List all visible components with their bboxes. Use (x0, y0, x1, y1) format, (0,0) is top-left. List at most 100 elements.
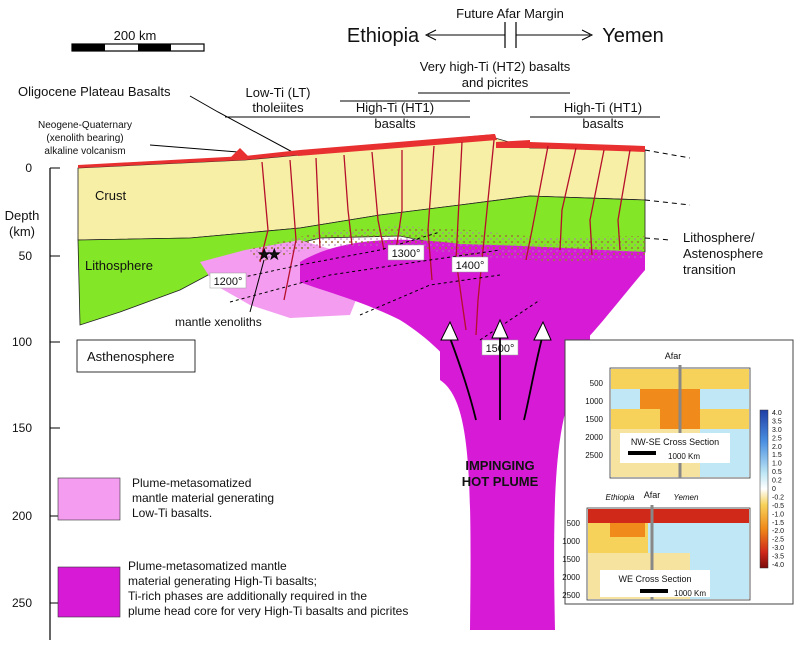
transition-zone (245, 226, 645, 262)
depth-axis-title-2: (km) (9, 224, 35, 239)
surface-basalt-right (530, 142, 645, 152)
xenolith-star-icon: ★ (268, 246, 281, 262)
inset-bottom-afar: Afar (644, 490, 661, 500)
colorbar-tick-label: 4.0 (772, 410, 782, 417)
isotherm-1400: 1400° (456, 260, 485, 272)
colorbar-tick-label: -0.5 (772, 503, 784, 510)
transition-label-3: transition (683, 262, 736, 277)
transition-label-1: Lithosphere/ (683, 230, 755, 245)
ht1-right-label-2: basalts (582, 116, 624, 131)
upwelling-arrows (449, 335, 543, 421)
inset-bottom-depth-2500: 2500 (562, 591, 580, 600)
colorbar-tick-label: 1.5 (772, 452, 782, 459)
inset-bottom-scale: 1000 Km (674, 589, 706, 598)
inset-nw-se: Afar NW-SE Cross Section 1000 Km 500 100… (585, 351, 751, 479)
colorbar-tick-label: -3.5 (772, 554, 784, 561)
plume-label-2: HOT PLUME (462, 474, 539, 489)
legend-high-ti-1: Plume-metasomatized mantle (128, 559, 287, 573)
legend-low-ti-3: Low-Ti basalts. (132, 506, 212, 520)
scale-bar: 200 km (71, 28, 205, 52)
inset-bottom-yemen: Yemen (674, 493, 699, 502)
colorbar-tick-label: 3.0 (772, 427, 782, 434)
mantle-xenoliths-label: mantle xenoliths (175, 315, 262, 329)
depth-tick-0: 0 (25, 161, 32, 175)
arrow-up-icon (533, 320, 552, 341)
neogene-label-1: Neogene-Quaternary (38, 120, 132, 131)
surface-basalt-left (78, 134, 495, 168)
colorbar-tick-label: 2.0 (772, 444, 782, 451)
lt-label-1: Low-Ti (LT) (246, 85, 311, 100)
arrow-up-icon (440, 320, 459, 341)
xenolith-star-icon: ★ (258, 246, 271, 262)
future-margin-label: Future Afar Margin (456, 6, 564, 21)
inset-top-depth-500: 500 (590, 379, 604, 388)
legend-high-ti-3: Ti-rich phases are additionally required… (128, 589, 367, 603)
inset-bottom-depth-1000: 1000 (562, 537, 580, 546)
ht1-left-label-1: High-Ti (HT1) (356, 100, 434, 115)
legend-swatch-high-ti (57, 566, 121, 618)
inset-bottom-depth-1500: 1500 (562, 555, 580, 564)
colorbar-tick-label: 2.5 (772, 435, 782, 442)
isotherm-1300: 1300° (392, 248, 421, 260)
depth-tick-50: 50 (19, 249, 33, 263)
yemen-label: Yemen (602, 25, 664, 47)
colorbar-tick-label: -2.0 (772, 528, 784, 535)
scale-bar-label: 200 km (114, 28, 157, 43)
depth-tick-100: 100 (12, 335, 32, 349)
colorbar-tick-label: 0 (772, 486, 776, 493)
lt-label-2: tholeiites (252, 100, 304, 115)
inset-bottom-ethiopia: Ethiopia (606, 493, 635, 502)
colorbar-tick-label: -1.0 (772, 511, 784, 518)
neogene-label-3: alkaline volcanism (44, 146, 125, 157)
inset-top-title: NW-SE Cross Section (631, 437, 719, 447)
inset-top-depth-1000: 1000 (585, 397, 603, 406)
legend-swatch-low-ti (57, 477, 121, 521)
depth-tick-200: 200 (12, 509, 32, 523)
colorbar-tick-label: 0.2 (772, 478, 782, 485)
arrow-left-icon (424, 29, 437, 41)
plume-head (300, 239, 645, 405)
legend: Plume-metasomatized mantle material gene… (57, 476, 408, 618)
volcano-icon (230, 148, 250, 158)
ht1-left-label-2: basalts (374, 116, 416, 131)
depth-axis-title-1: Depth (5, 208, 40, 223)
vht2-label-2: and picrites (462, 75, 529, 90)
inset-bottom-title: WE Cross Section (618, 574, 691, 584)
inset-top-depth-2500: 2500 (585, 451, 603, 460)
legend-high-ti-2: material generating High-Ti basalts; (128, 574, 317, 588)
transition-label-2: Astenosphere (683, 246, 763, 261)
colorbar: 4.03.5 3.02.5 2.01.5 1.00.5 0.20-0.2 -0.5-1.0… (759, 409, 784, 569)
depth-tick-250: 250 (12, 596, 32, 610)
neogene-label-2: (xenolith bearing) (46, 133, 123, 144)
inset-bottom-depth-2000: 2000 (562, 573, 580, 582)
legend-high-ti-4: plume head core for very High-Ti basalts… (128, 604, 408, 618)
isotherm-lines (229, 231, 541, 341)
arrow-right-icon (581, 29, 594, 41)
legend-low-ti-1: Plume-metasomatized (132, 476, 251, 490)
colorbar-tick-label: 1.0 (772, 461, 782, 468)
lithosphere-label: Lithosphere (85, 258, 153, 273)
crust-label: Crust (95, 188, 126, 203)
colorbar-tick-label: -1.5 (772, 520, 784, 527)
inset-top-afar: Afar (665, 351, 682, 361)
inset-top-depth-2000: 2000 (585, 433, 603, 442)
margin-header: Future Afar Margin Ethiopia Yemen (347, 6, 664, 48)
colorbar-tick-label: 3.5 (772, 418, 782, 425)
colorbar-tick-label: -3.0 (772, 545, 784, 552)
colorbar-tick-label: 0.5 (772, 469, 782, 476)
colorbar-tick-label: -0.2 (772, 494, 784, 501)
legend-low-ti-2: mantle material generating (132, 491, 274, 505)
inset-we: Ethiopia Afar Yemen WE Cross Section 100… (562, 490, 751, 601)
inset-top-depth-1500: 1500 (585, 415, 603, 424)
inset-top-scale: 1000 Km (668, 452, 700, 461)
arrow-up-icon (491, 318, 509, 339)
depth-axis: 0 50 100 150 200 250 Depth (km) (5, 161, 60, 640)
depth-tick-150: 150 (12, 421, 32, 435)
ethiopia-label: Ethiopia (347, 25, 420, 47)
asthenosphere-label: Asthenosphere (87, 349, 174, 364)
oligocene-label: Oligocene Plateau Basalts (18, 84, 171, 99)
vht2-label-1: Very high-Ti (HT2) basalts (420, 59, 571, 74)
colorbar-tick-label: -4.0 (772, 562, 784, 569)
